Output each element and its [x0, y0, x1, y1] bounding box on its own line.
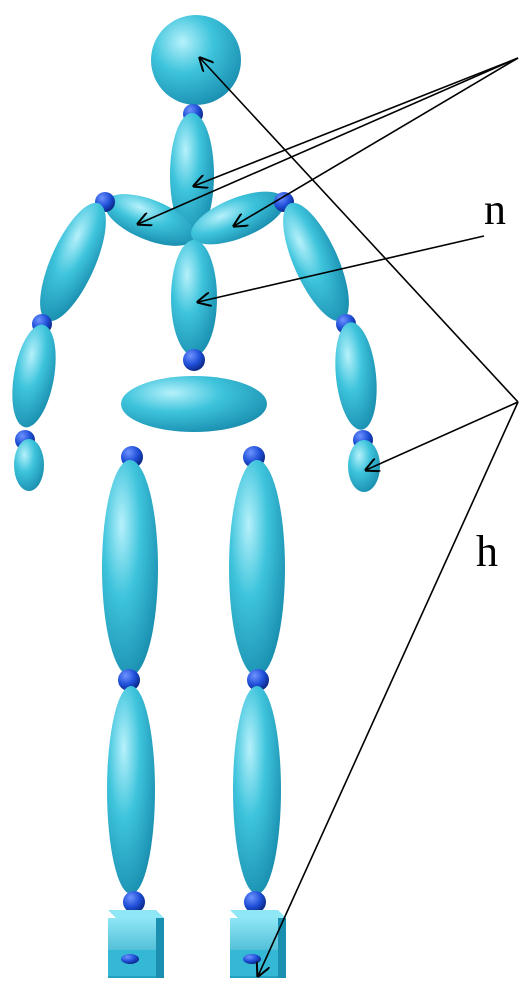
arrow-to-upper-torso [194, 58, 518, 186]
left-forearm-segment [5, 321, 62, 430]
right-upper-arm-segment [270, 195, 362, 330]
head-segment [151, 15, 241, 105]
callout-label-lower: h [476, 530, 498, 574]
right-shin-segment [233, 686, 281, 894]
right-foot-segment [230, 910, 286, 978]
left-foot-segment [108, 910, 164, 978]
right-forearm-segment [330, 320, 381, 432]
left-upper-arm-segment [27, 195, 119, 330]
callout-label-upper: n [484, 188, 506, 232]
left-shin-segment [107, 686, 155, 894]
left-ankle-joint [123, 891, 145, 913]
pelvis-segment [121, 376, 267, 432]
right-ankle-joint [244, 891, 266, 913]
arrow-to-right-foot [258, 402, 518, 976]
left-thigh-segment [102, 460, 158, 676]
arrow-to-right-hand [366, 402, 518, 470]
right-thigh-segment [229, 460, 285, 676]
waist-joint [183, 349, 205, 371]
left-hand-segment [14, 439, 44, 491]
lower-torso-segment [171, 240, 217, 356]
